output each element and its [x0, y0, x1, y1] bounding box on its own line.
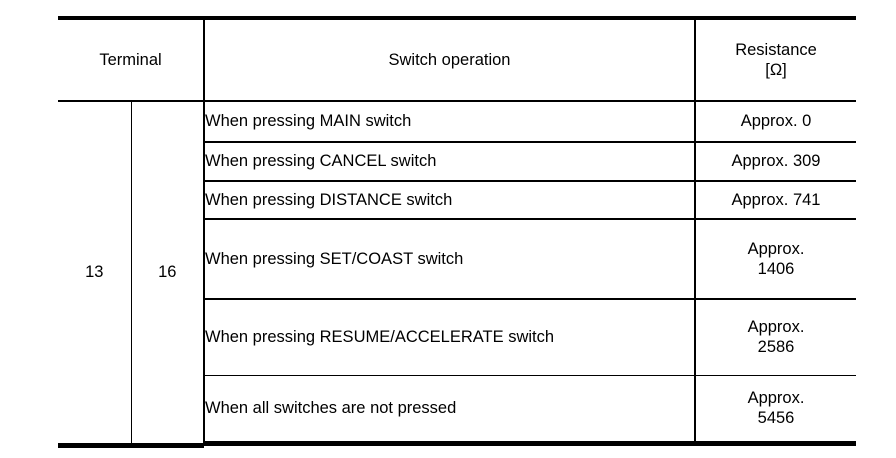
table-row: 13 16 When pressing MAIN switch Approx. …: [58, 100, 856, 443]
operation-cell: When pressing DISTANCE switch: [204, 180, 696, 219]
operation-cell: When pressing MAIN switch: [204, 100, 696, 142]
bottom-rule-terminal-b: [131, 441, 204, 448]
terminal-cell-13: 13: [58, 100, 132, 443]
resistance-cell: Approx. 0: [695, 100, 856, 142]
bottom-rule-operation: [204, 443, 695, 446]
bottom-rule-resistance: [695, 443, 856, 446]
resistance-cell: Approx. 1406: [695, 218, 856, 299]
resistance-cell: Approx. 5456: [695, 374, 856, 446]
table-footer: [58, 441, 856, 448]
terminal-cell-16: 16: [131, 100, 205, 443]
table-row: When pressing DISTANCE switch Approx. 74…: [58, 180, 856, 219]
header-switch-operation: Switch operation: [204, 16, 696, 101]
table-row: When pressing SET/COAST switch Approx. 1…: [58, 218, 856, 299]
resistance-cell: Approx. 309: [695, 141, 856, 181]
table-body: 13 16 When pressing MAIN switch Approx. …: [58, 100, 856, 446]
header-row: Terminal Switch operation Resistance [Ω]: [58, 16, 856, 101]
operation-cell: When all switches are not pressed: [204, 374, 696, 446]
resistance-cell: Approx. 741: [695, 180, 856, 219]
bottom-rule-row: [58, 441, 856, 448]
operation-cell: When pressing SET/COAST switch: [204, 218, 696, 299]
header-resistance: Resistance [Ω]: [695, 16, 856, 101]
table-header: Terminal Switch operation Resistance [Ω]: [58, 16, 856, 101]
operation-cell: When pressing RESUME/ACCELERATE switch: [204, 298, 696, 375]
operation-cell: When pressing CANCEL switch: [204, 141, 696, 181]
header-terminal: Terminal: [58, 16, 205, 101]
header-resistance-label: Resistance: [735, 40, 817, 59]
bottom-rule-terminal-a: [58, 441, 131, 448]
table-row: When pressing RESUME/ACCELERATE switch A…: [58, 298, 856, 375]
table-row: When all switches are not pressed Approx…: [58, 374, 856, 446]
switch-resistance-table: Terminal Switch operation Resistance [Ω]…: [58, 16, 856, 448]
resistance-cell: Approx. 2586: [695, 298, 856, 375]
table-row: When pressing CANCEL switch Approx. 309: [58, 141, 856, 181]
header-resistance-unit: [Ω]: [765, 61, 787, 79]
